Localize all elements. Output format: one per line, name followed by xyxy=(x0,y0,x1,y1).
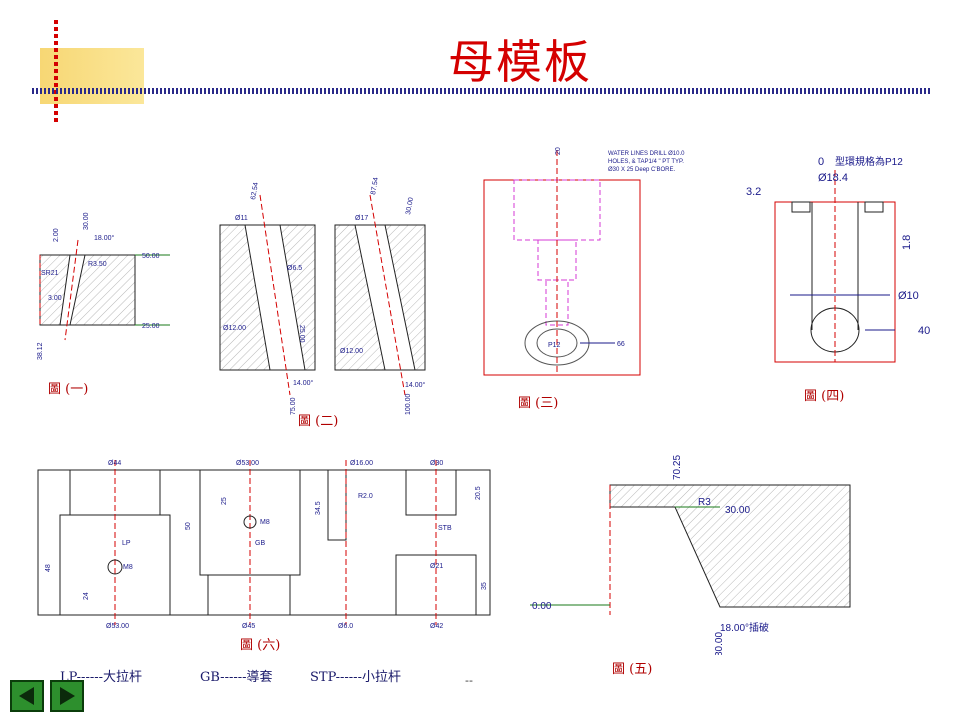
fig4-dim: 型環規格為P12 xyxy=(835,155,903,168)
fig1-dim: 25.00 xyxy=(142,323,160,330)
fig3-note: Ø30 X 25 Deep C'BORE. xyxy=(608,167,676,173)
figure-5-caption: 圖 (五) xyxy=(612,662,653,677)
fig4-dim: 0 xyxy=(818,156,824,168)
page-mark: -- xyxy=(465,674,473,687)
fig6-dim: Ø53.00 xyxy=(106,623,129,630)
fig6-dim: Ø42 xyxy=(430,623,443,630)
fig2-dim: 30.00 xyxy=(405,197,415,216)
fig2-dim: Ø6.5 xyxy=(287,265,302,272)
prev-slide-button[interactable] xyxy=(10,680,44,712)
fig6-dim: 25 xyxy=(221,497,228,505)
fig2-dim: 14.00° xyxy=(293,379,314,387)
fig6-dim: Ø6.0 xyxy=(338,623,353,630)
fig4-dim: 1.8 xyxy=(901,235,913,250)
fig2-dim: 25.00 xyxy=(298,325,305,343)
fig2-dim: Ø12.00 xyxy=(340,348,363,355)
fig6-dim: 24 xyxy=(83,592,90,600)
fig2-dim: 87.54 xyxy=(370,177,380,196)
fig2-dim: 62.54 xyxy=(250,182,260,201)
figure-6-caption: 圖 (六) xyxy=(240,638,281,653)
fig6-dim: Ø16.00 xyxy=(350,460,373,467)
fig3-note: HOLES, & TAP1/4 " PT TYP. xyxy=(608,159,684,165)
figure-3-caption: 圖 (三) xyxy=(518,396,559,411)
fig6-dim: Ø30 xyxy=(430,460,443,467)
fig5-dim: R3 xyxy=(698,497,711,508)
figure-1-caption: 圖 (一) xyxy=(48,382,89,397)
fig1-dim: R3.50 xyxy=(88,261,107,268)
triangle-left-icon xyxy=(19,687,34,705)
fig6-dim: R2.0 xyxy=(358,493,373,500)
fig1-dim: 30.00 xyxy=(83,212,90,230)
figure-2-drawing: Ø11 62.54 Ø6.5 Ø12.00 25.00 14.00° 75.00… xyxy=(219,177,426,415)
figure-4-caption: 圖 (四) xyxy=(804,389,845,404)
fig6-dim: Ø44 xyxy=(108,460,121,467)
figure-2-caption: 圖 (二) xyxy=(298,414,339,429)
figure-3-drawing: P12 66 20 WATER LINES DRILL Ø10.0 HOLES,… xyxy=(483,147,685,376)
fig6-dim: M8 xyxy=(260,519,270,526)
fig2-dim: 14.00° xyxy=(405,381,426,389)
fig2-dim: Ø12.00 xyxy=(223,325,246,332)
fig6-dim: LP xyxy=(122,540,131,547)
figure-5-drawing: 70.25 R3 30.00 0.00 18.00°插破 80.00 xyxy=(530,455,851,655)
fig6-dim: 35 xyxy=(481,582,488,590)
fig6-dim: Ø53.00 xyxy=(236,460,259,467)
fig1-dim: 2.00 xyxy=(53,228,60,242)
fig5-dim: 0.00 xyxy=(532,601,552,612)
fig6-dim: STB xyxy=(438,525,452,532)
fig5-dim: 70.25 xyxy=(672,455,683,480)
fig6-dim: GB xyxy=(255,540,265,547)
page-title: 母模板 xyxy=(448,35,592,89)
next-slide-button[interactable] xyxy=(50,680,84,712)
fig1-dim: 18.00° xyxy=(94,234,115,242)
fig1-dim: 3.00 xyxy=(48,295,62,302)
fig6-dim: 48 xyxy=(45,564,52,572)
fig5-dim: 80.00 xyxy=(714,632,725,655)
fig5-dim: 18.00°插破 xyxy=(720,621,769,634)
fig5-dim: 30.00 xyxy=(725,505,750,516)
figure-6-drawing: Ø44 Ø53.00 Ø16.00 Ø30 R2.0 25 M8 GB 50 3… xyxy=(37,460,491,630)
header-red-dashed-line xyxy=(54,20,58,124)
fig6-dim: 20.5 xyxy=(475,486,482,500)
fig4-dim: 40 xyxy=(918,325,930,337)
fig2-dim: Ø11 xyxy=(235,215,248,222)
fig3-note: WATER LINES DRILL Ø10.0 xyxy=(608,151,685,157)
fig6-dim: Ø21 xyxy=(430,563,443,570)
legend-gb: GB------導套 xyxy=(200,670,273,685)
fig6-dim: 50 xyxy=(185,522,192,530)
fig4-dim: Ø18.4 xyxy=(818,172,848,184)
legend-stp: STP------小拉杆 xyxy=(310,670,401,685)
fig3-dim: 66 xyxy=(617,341,625,348)
fig3-dim: P12 xyxy=(548,342,561,349)
fig2-dim: 100.00 xyxy=(405,393,412,415)
fig6-dim: Ø45 xyxy=(242,623,255,630)
fig1-dim: SR21 xyxy=(41,270,59,277)
fig6-dim: M8 xyxy=(123,564,133,571)
fig3-dim: 20 xyxy=(555,147,562,155)
fig6-dim: 34.5 xyxy=(315,501,322,515)
header-blue-dotted-rule xyxy=(32,88,932,94)
figure-1-drawing: 50.00 25.00 2.00 30.00 18.00° SR21 R3.50… xyxy=(37,212,170,360)
fig1-dim: 50.00 xyxy=(142,253,160,260)
fig1-dim: 38.12 xyxy=(37,342,44,360)
fig4-dim: 3.2 xyxy=(746,186,761,198)
figure-4-drawing: 0 型環規格為P12 Ø18.4 3.2 1.8 Ø10 40 xyxy=(746,155,930,363)
fig2-dim: Ø17 xyxy=(355,215,368,222)
fig4-dim: Ø10 xyxy=(898,290,919,302)
fig2-dim: 75.00 xyxy=(290,397,297,415)
triangle-right-icon xyxy=(60,687,75,705)
